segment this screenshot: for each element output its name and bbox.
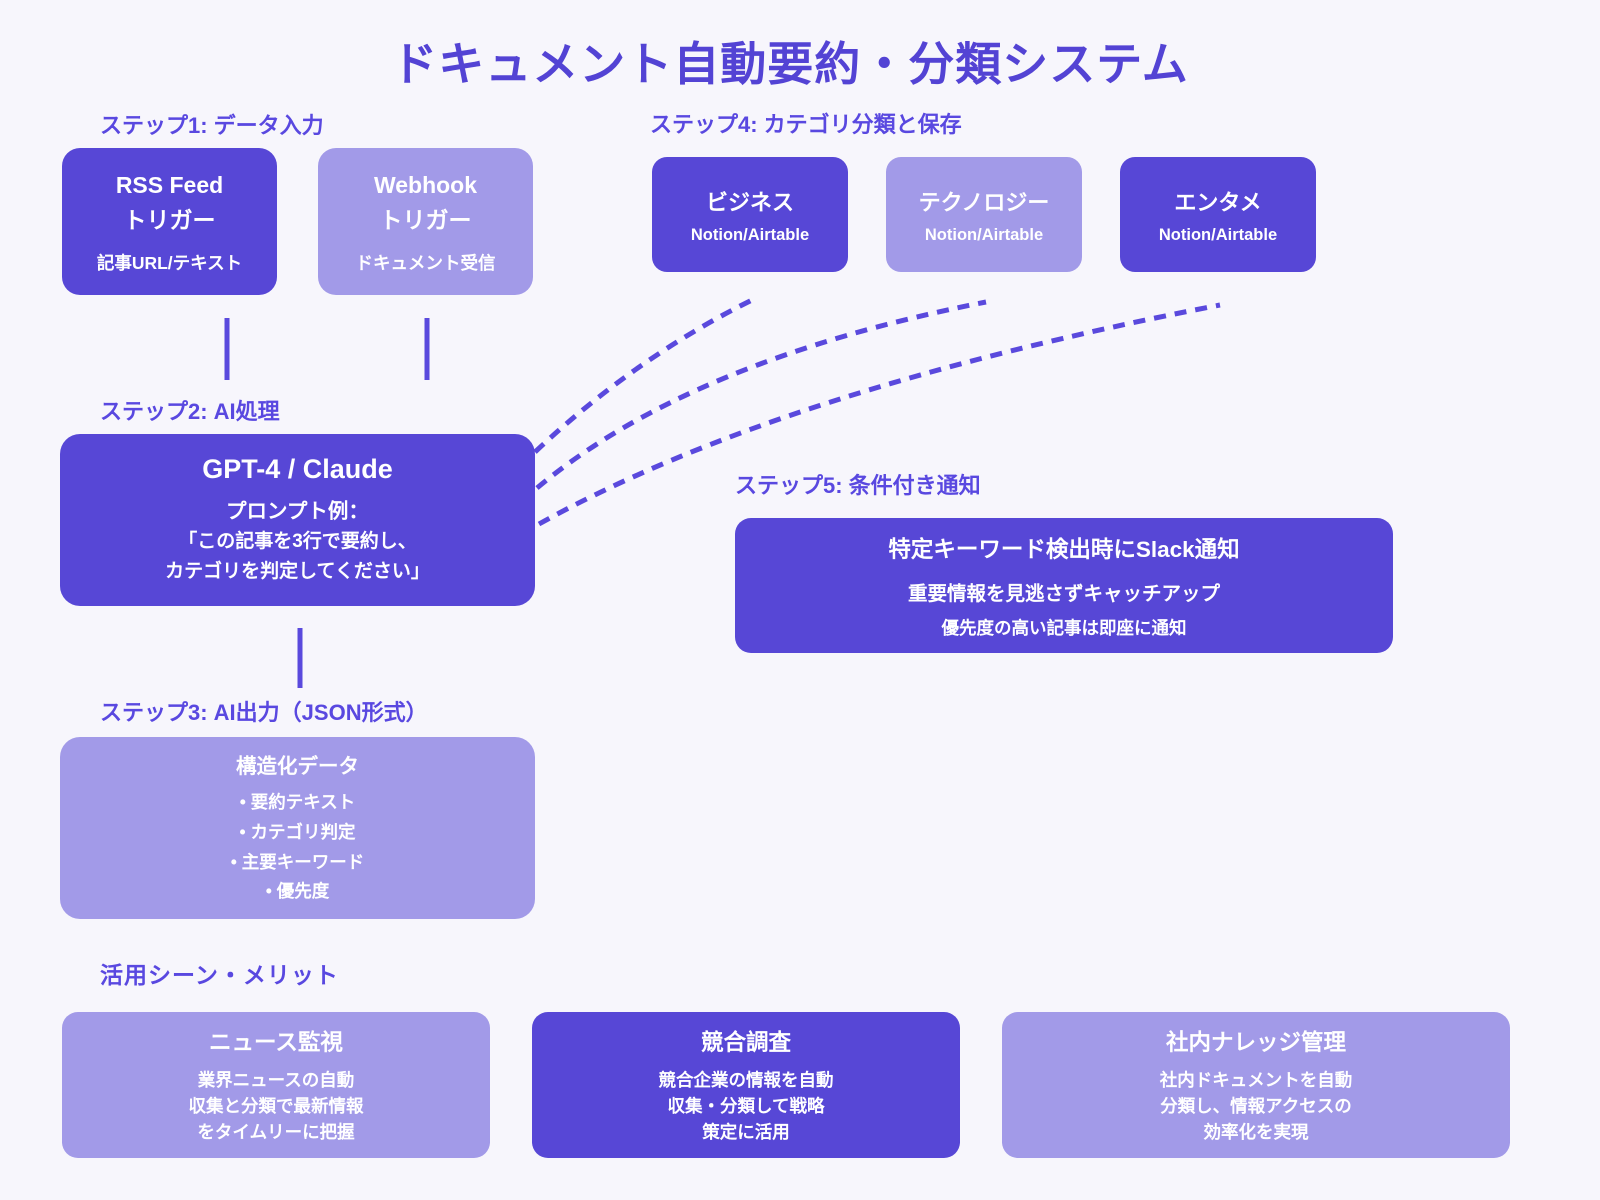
category-title: テクノロジー <box>918 189 1050 215</box>
output-bullet-category: • カテゴリ判定 <box>239 821 356 842</box>
node-title: Webhook トリガー <box>374 168 477 237</box>
node-title-line1: Webhook <box>373 172 478 198</box>
step2-label: ステップ2: AI処理 <box>100 399 280 424</box>
node-title: RSS Feed トリガー <box>116 168 223 237</box>
notification-line2: 優先度の高い記事は即座に通知 <box>941 617 1187 638</box>
card-line1: 業界ニュースの自動 <box>197 1069 355 1090</box>
card-title: 社内ナレッジ管理 <box>1165 1029 1346 1055</box>
step5-label: ステップ5: 条件付き通知 <box>735 473 981 498</box>
category-subtitle: Notion/Airtable <box>1158 225 1278 244</box>
output-bullet-priority: • 優先度 <box>265 881 330 902</box>
structured-output-node: 構造化データ • 要約テキスト • カテゴリ判定 • 主要キーワード • 優先度 <box>60 737 535 919</box>
category-subtitle: Notion/Airtable <box>924 225 1044 244</box>
webhook-trigger-node: Webhook トリガー ドキュメント受信 <box>318 148 533 295</box>
ai-processing-node: GPT-4 / Claude プロンプト例： 「この記事を3行で要約し、 カテゴ… <box>60 434 535 606</box>
card-line2: 収集と分類で最新情報 <box>188 1095 364 1116</box>
card-line3: をタイムリーに把握 <box>197 1122 355 1143</box>
card-line3: 策定に活用 <box>702 1122 790 1143</box>
page-title: ドキュメント自動要約・分類システム <box>391 38 1189 90</box>
benefits-label: 活用シーン・メリット <box>100 962 339 988</box>
category-entertainment-node: エンタメ Notion/Airtable <box>1120 157 1316 272</box>
category-title: ビジネス <box>705 189 794 215</box>
output-bullet-keywords: • 主要キーワード <box>230 851 365 872</box>
prompt-example-line2: カテゴリを判定してください」 <box>165 560 430 582</box>
step3-label: ステップ3: AI出力（JSON形式） <box>100 700 428 725</box>
node-title-line2: トリガー <box>379 206 472 233</box>
ai-model-name: GPT-4 / Claude <box>202 453 393 484</box>
notification-title: 特定キーワード検出時にSlack通知 <box>888 536 1240 562</box>
card-line1: 競合企業の情報を自動 <box>658 1069 834 1090</box>
node-subtitle: 記事URL/テキスト <box>96 253 243 273</box>
category-technology-node: テクノロジー Notion/Airtable <box>886 157 1082 272</box>
slack-notification-node: 特定キーワード検出時にSlack通知 重要情報を見逃さずキャッチアップ 優先度の… <box>735 518 1393 653</box>
node-title-line1: RSS Feed <box>115 172 224 198</box>
output-title: 構造化データ <box>236 755 359 778</box>
dashed-connector-business <box>533 297 754 454</box>
card-line2: 分類し、情報アクセスの <box>1160 1095 1352 1116</box>
output-bullet-summary: • 要約テキスト <box>239 792 356 812</box>
category-business-node: ビジネス Notion/Airtable <box>652 157 848 272</box>
dashed-connector-technology <box>535 299 987 490</box>
card-line3: 効率化を実現 <box>1203 1122 1309 1143</box>
category-title: エンタメ <box>1174 189 1262 215</box>
step4-label: ステップ4: カテゴリ分類と保存 <box>650 112 962 137</box>
prompt-example-line1: 「この記事を3行で要約し、 <box>178 531 417 553</box>
notification-line1: 重要情報を見逃さずキャッチアップ <box>907 582 1220 605</box>
card-title: 競合調査 <box>700 1029 791 1055</box>
node-title-line2: トリガー <box>123 206 216 233</box>
benefit-knowledge-management-card: 社内ナレッジ管理 社内ドキュメントを自動 分類し、情報アクセスの 効率化を実現 <box>1002 1012 1510 1158</box>
card-title: ニュース監視 <box>209 1029 343 1055</box>
step1-label: ステップ1: データ入力 <box>100 113 324 138</box>
node-subtitle: ドキュメント受信 <box>355 253 496 273</box>
benefit-competitor-research-card: 競合調査 競合企業の情報を自動 収集・分類して戦略 策定に活用 <box>532 1012 960 1158</box>
category-subtitle: Notion/Airtable <box>690 225 810 244</box>
card-line1: 社内ドキュメントを自動 <box>1159 1069 1353 1090</box>
card-line2: 収集・分類して戦略 <box>667 1095 825 1116</box>
prompt-example-label: プロンプト例： <box>226 499 369 523</box>
benefit-news-monitoring-card: ニュース監視 業界ニュースの自動 収集と分類で最新情報 をタイムリーに把握 <box>62 1012 490 1158</box>
rss-feed-trigger-node: RSS Feed トリガー 記事URL/テキスト <box>62 148 277 295</box>
